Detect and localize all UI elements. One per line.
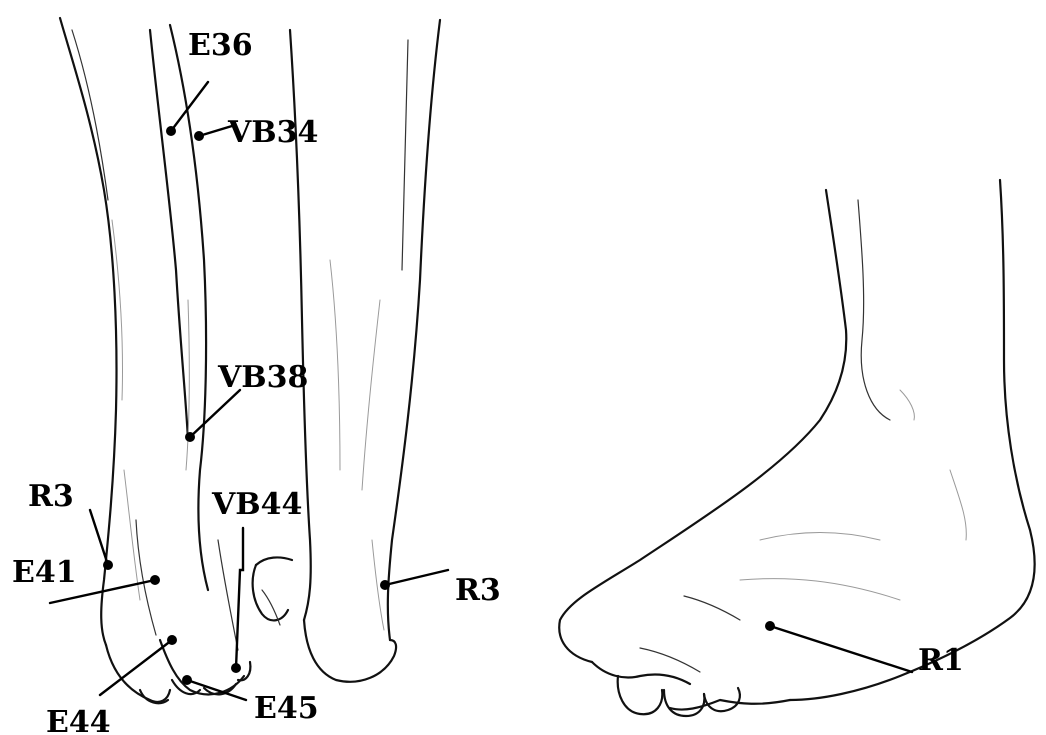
r3-left-leader	[90, 510, 108, 565]
e44-point	[167, 635, 177, 645]
e41-label: E41	[12, 555, 77, 590]
r3-right-leader	[385, 570, 448, 585]
vb44-point	[231, 663, 241, 673]
e36-label: E36	[188, 28, 253, 63]
vb34-label: VB34	[227, 115, 318, 150]
r1-point	[765, 621, 775, 631]
vb34-point	[194, 131, 204, 141]
e44-label: E44	[46, 705, 111, 735]
e45-label: E45	[254, 691, 319, 726]
e44-leader	[100, 640, 172, 695]
vb38-label: VB38	[217, 360, 308, 395]
e36-point	[166, 126, 176, 136]
vb38-point	[185, 432, 195, 442]
r1-label: R1	[918, 643, 964, 678]
vb44-label: VB44	[211, 487, 302, 522]
r3-left-label: R3	[28, 479, 74, 514]
r3-right-point	[380, 580, 390, 590]
e41-point	[150, 575, 160, 585]
vb44-leader	[236, 528, 243, 668]
r3-right-label: R3	[455, 573, 501, 608]
vb38-leader	[190, 390, 240, 437]
r3-left-point	[103, 560, 113, 570]
r1-leader	[770, 626, 912, 672]
e45-point	[182, 675, 192, 685]
